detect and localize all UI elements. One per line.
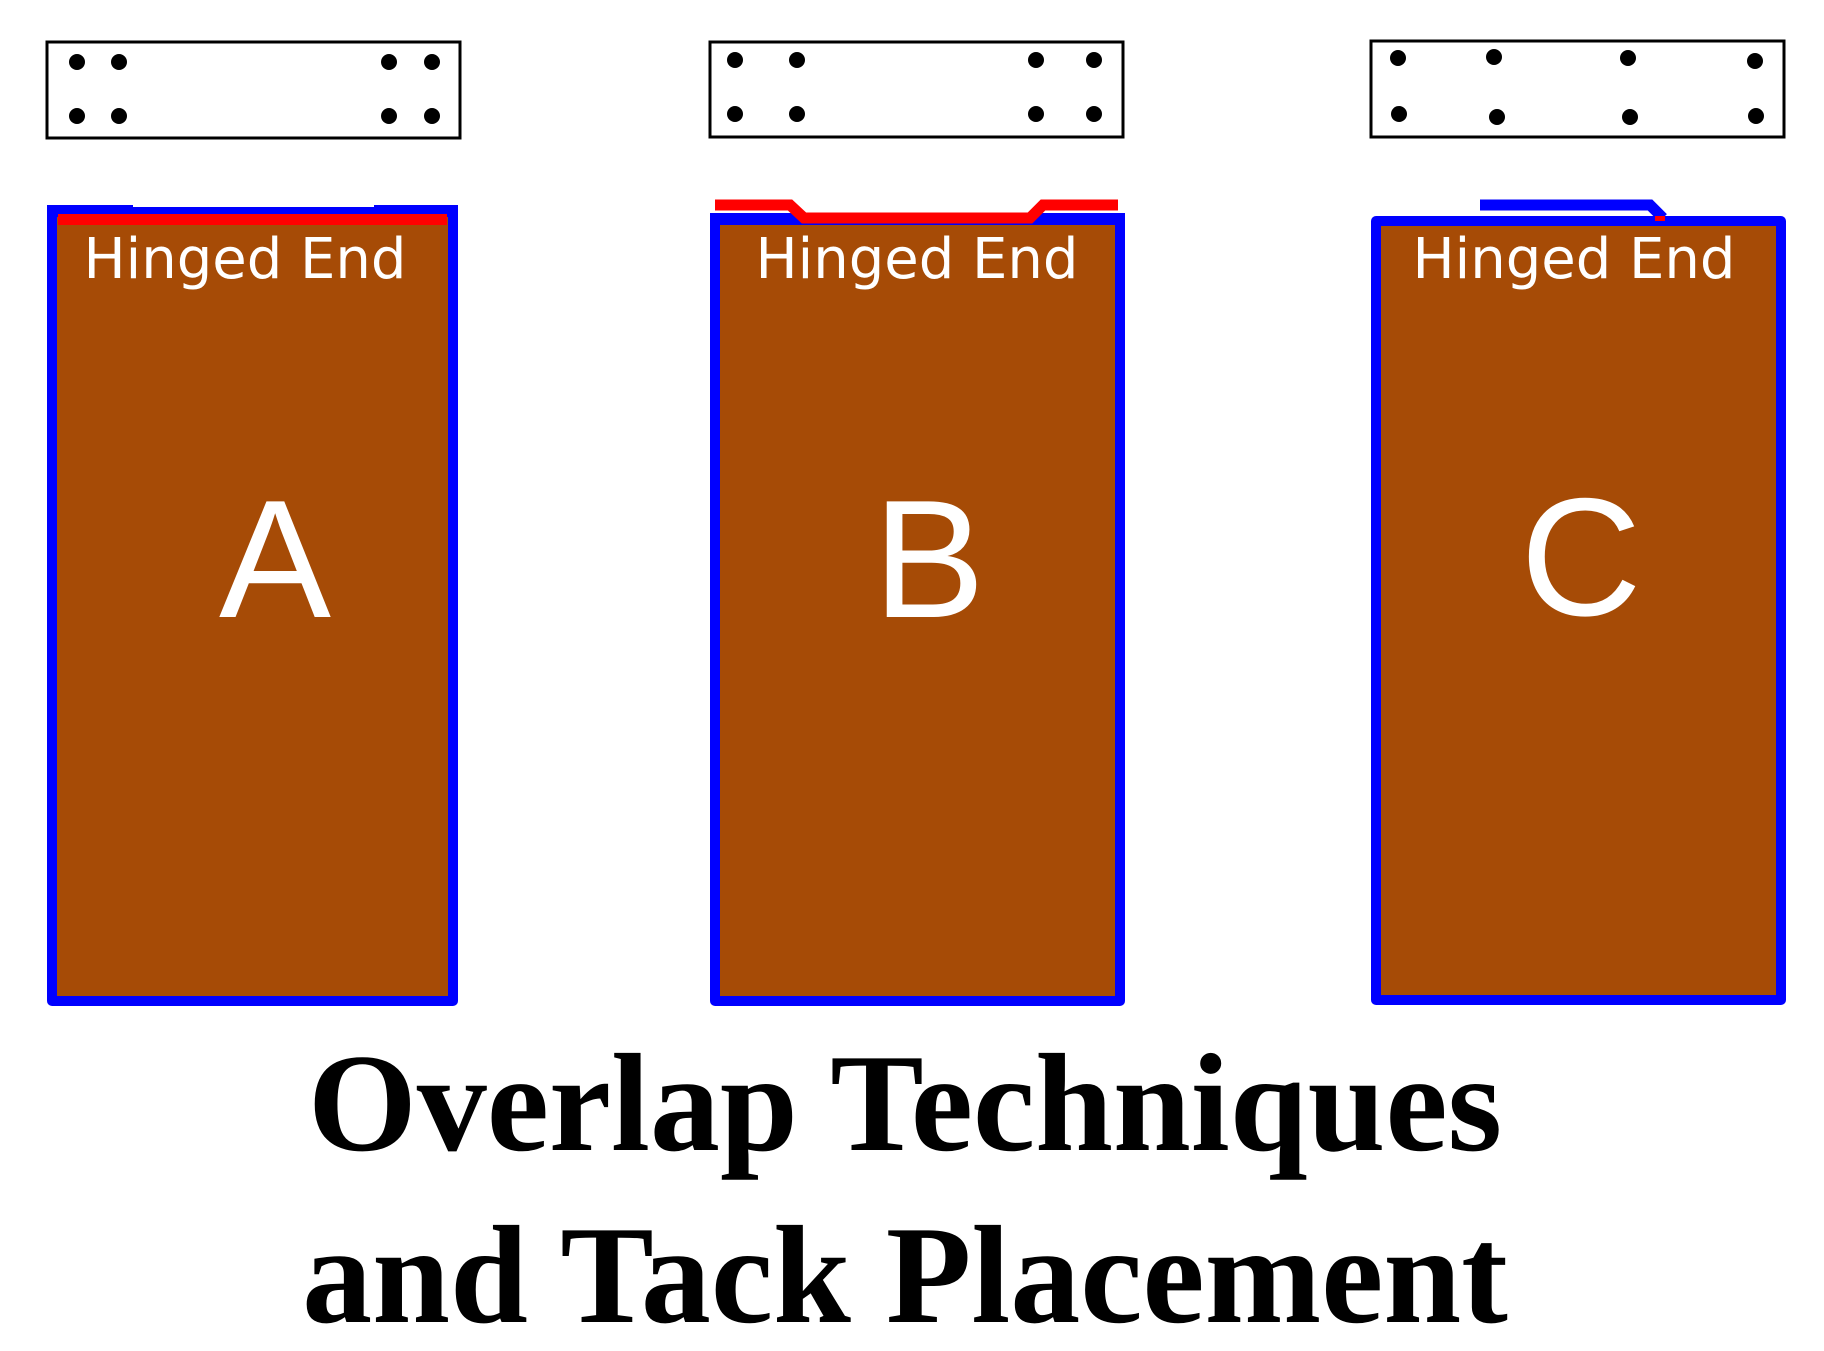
tack-b-3	[727, 106, 743, 122]
tack-c-6	[1489, 109, 1505, 125]
tack-b-5	[1028, 52, 1044, 68]
panel-b-body	[710, 215, 1125, 1006]
panel-c-letter: C	[1520, 463, 1641, 651]
tack-strip-a	[45, 40, 462, 140]
tack-b-2	[789, 52, 805, 68]
tack-c-1	[1390, 50, 1406, 66]
tack-a-6	[424, 54, 440, 70]
tack-b-1	[727, 52, 743, 68]
tack-strip-c	[1369, 39, 1786, 139]
tack-a-8	[424, 108, 440, 124]
tack-a-1	[69, 54, 85, 70]
tack-b-8	[1086, 106, 1102, 122]
panel-b-red-overlap	[715, 199, 1118, 224]
panel-a-red-edge	[58, 214, 447, 225]
tack-a-4	[111, 108, 127, 124]
tack-strip-c-box	[1369, 39, 1786, 139]
panel-c-blue-overlap	[1480, 199, 1667, 222]
panel-a-right-tab	[374, 205, 458, 214]
title-line-1: Overlap Techniques	[308, 1026, 1502, 1181]
panel-b-blue-right-top	[1040, 213, 1125, 223]
tack-c-3	[1620, 50, 1636, 66]
tack-strip-b	[708, 40, 1125, 139]
panel-b: Hinged End B	[710, 199, 1125, 1006]
tack-strip-a-box	[45, 40, 462, 140]
tack-b-6	[1086, 52, 1102, 68]
panel-a-letter: A	[219, 465, 331, 653]
panel-a-body	[47, 207, 458, 1006]
tack-a-2	[111, 54, 127, 70]
tack-a-3	[69, 108, 85, 124]
tack-a-7	[381, 108, 397, 124]
tack-strip-b-box	[708, 40, 1125, 139]
panel-c-red-accent	[1655, 216, 1665, 221]
tack-a-5	[381, 54, 397, 70]
title-line-2: and Tack Placement	[302, 1198, 1508, 1351]
panel-c-hinge-label: Hinged End	[1413, 227, 1736, 292]
panel-b-hinge-label: Hinged End	[756, 227, 1079, 292]
tack-c-7	[1622, 109, 1638, 125]
tack-c-4	[1747, 53, 1763, 69]
tack-b-7	[1028, 106, 1044, 122]
tack-c-5	[1391, 106, 1407, 122]
panel-a-left-tab	[47, 205, 133, 214]
tack-c-2	[1486, 49, 1502, 65]
tack-b-4	[789, 106, 805, 122]
panel-a: Hinged End A	[47, 205, 458, 1006]
panel-c-body	[1371, 216, 1786, 1005]
panel-b-letter: B	[873, 465, 985, 653]
panel-b-blue-left-top	[710, 213, 795, 223]
panel-c: Hinged End C	[1371, 199, 1786, 1005]
tack-c-8	[1748, 108, 1764, 124]
panel-a-hinge-label: Hinged End	[84, 227, 407, 292]
